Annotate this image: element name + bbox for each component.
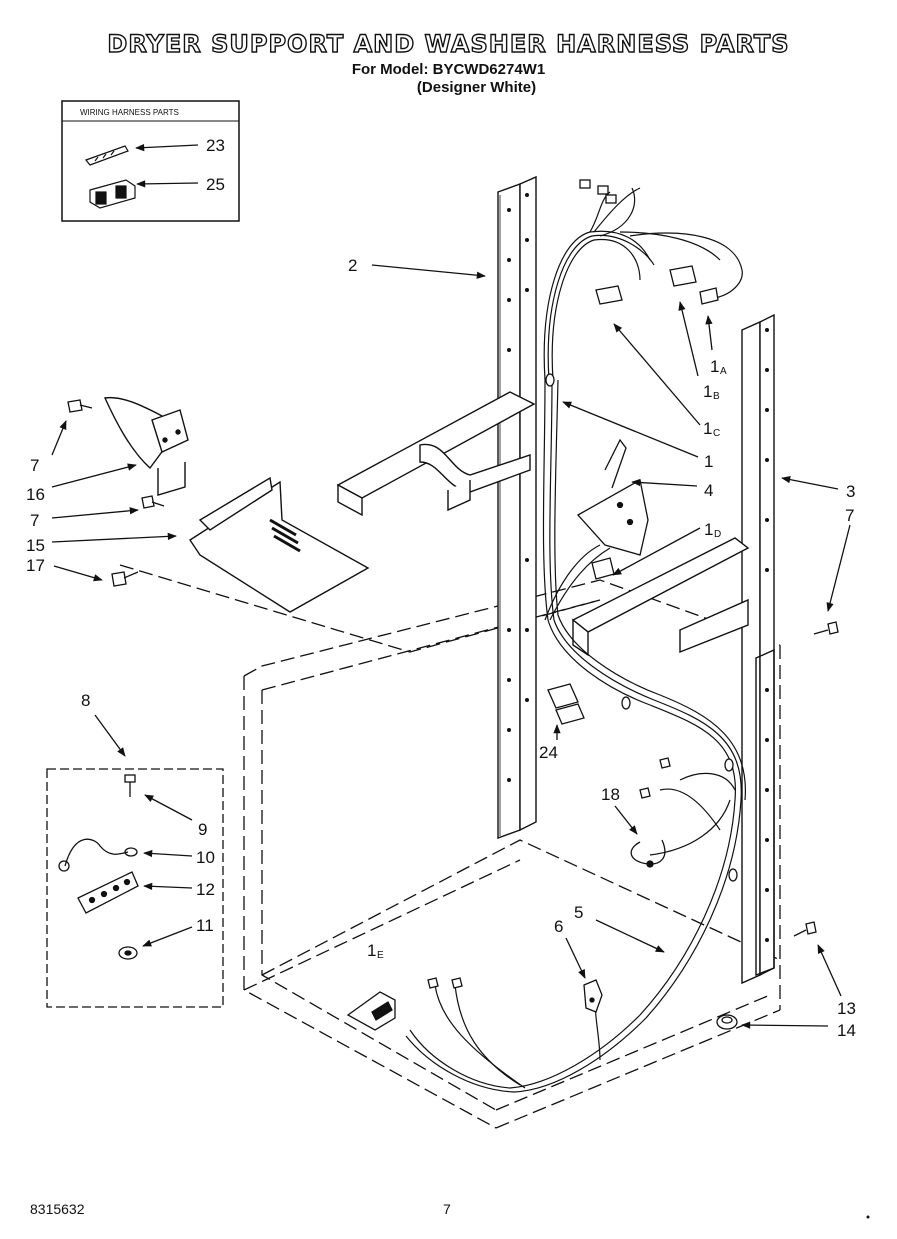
callout-7-top: 7 bbox=[30, 456, 39, 475]
callout-12: 12 bbox=[196, 880, 215, 899]
callout-13: 13 bbox=[837, 999, 856, 1018]
part-23-terminal bbox=[85, 145, 129, 166]
right-upright-holes bbox=[765, 328, 769, 942]
right-support-upright bbox=[741, 313, 775, 985]
part-7-screw-right bbox=[813, 621, 839, 635]
leader-arrows bbox=[51, 264, 851, 1029]
callout-11: 11 bbox=[196, 916, 214, 935]
ground-kit-inset bbox=[46, 768, 224, 1008]
callout-1e-sub: E bbox=[377, 950, 384, 961]
callout-1: 1 bbox=[704, 452, 713, 471]
dryer-base-outline bbox=[119, 564, 781, 1129]
callout-6: 6 bbox=[554, 917, 563, 936]
callout-1c: 1 bbox=[703, 419, 712, 438]
side-bracket-assembly bbox=[103, 396, 370, 613]
callout-1b-sub: B bbox=[713, 391, 720, 402]
callout-1d-sub: D bbox=[714, 529, 721, 540]
callout-5: 5 bbox=[574, 903, 583, 922]
callout-1d: 1 bbox=[704, 520, 713, 539]
lower-cross-bracket bbox=[571, 537, 750, 657]
callout-14: 14 bbox=[837, 1021, 856, 1040]
callout-3: 3 bbox=[846, 482, 855, 501]
wiring-harness-inset: WIRING HARNESS PARTS 23 25 bbox=[61, 100, 240, 222]
upper-cross-bracket bbox=[336, 391, 536, 517]
callout-2: 2 bbox=[348, 256, 357, 275]
part-25-connector bbox=[89, 179, 136, 209]
callout-16: 16 bbox=[26, 485, 45, 504]
callout-23: 23 bbox=[206, 136, 225, 155]
screws-left bbox=[67, 399, 165, 587]
callout-15: 15 bbox=[26, 536, 45, 555]
wiring-harness bbox=[405, 187, 746, 1093]
part-4-bracket bbox=[576, 438, 649, 556]
left-support-upright bbox=[497, 175, 537, 839]
callout-7-mid: 7 bbox=[30, 511, 39, 530]
callout-1c-sub: C bbox=[713, 428, 720, 439]
callout-1a-sub: A bbox=[720, 366, 727, 377]
left-upright-holes bbox=[507, 193, 529, 782]
callout-10: 10 bbox=[196, 848, 215, 867]
part-13-screw bbox=[793, 921, 817, 937]
document-number: 8315632 bbox=[30, 1201, 85, 1217]
callout-17: 17 bbox=[26, 556, 45, 575]
callout-4: 4 bbox=[704, 481, 713, 500]
callout-1a: 1 bbox=[710, 357, 719, 376]
page-number: 7 bbox=[443, 1201, 451, 1217]
callout-1b: 1 bbox=[703, 382, 712, 401]
harness-connectors bbox=[346, 179, 738, 1031]
inset-title: WIRING HARNESS PARTS bbox=[80, 108, 179, 117]
part-6-clip bbox=[583, 979, 603, 1013]
callout-8: 8 bbox=[81, 691, 90, 710]
color-line: (Designer White) bbox=[416, 79, 537, 96]
callout-9: 9 bbox=[198, 820, 207, 839]
part-14-foot bbox=[716, 1014, 738, 1030]
part-24-tape bbox=[547, 683, 585, 725]
callout-1e: 1 bbox=[367, 941, 376, 960]
corner-mark bbox=[866, 1215, 870, 1219]
callout-24: 24 bbox=[539, 743, 558, 762]
callout-25: 25 bbox=[206, 175, 225, 194]
part-18-wire bbox=[630, 839, 666, 868]
callout-18: 18 bbox=[601, 785, 620, 804]
page-title: DRYER SUPPORT AND WASHER HARNESS PARTS bbox=[107, 29, 790, 58]
model-line: For Model: BYCWD6274W1 bbox=[351, 61, 546, 78]
callout-7-right: 7 bbox=[845, 506, 854, 525]
